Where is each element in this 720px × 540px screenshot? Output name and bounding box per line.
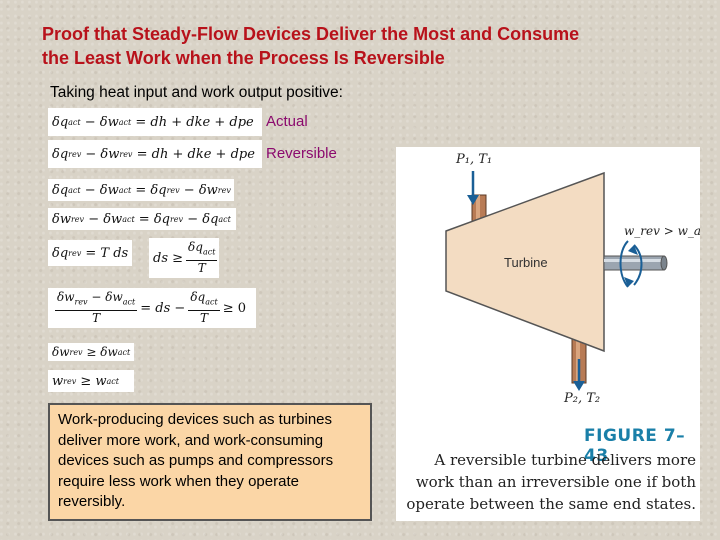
rotation-arrowhead	[624, 277, 634, 287]
shaft-end	[660, 255, 668, 271]
rotation-arrowhead-2	[628, 245, 638, 255]
shaft	[603, 255, 665, 271]
label-actual: Actual	[266, 113, 308, 130]
subtitle: Taking heat input and work output positi…	[50, 84, 343, 101]
figure-caption: A reversible turbine delivers more work …	[406, 451, 696, 513]
slide-title-line-2: the Least Work when the Process Is Rever…	[42, 48, 445, 68]
outlet-label: P₂, T₂	[563, 391, 600, 406]
slide-title-line-1: Proof that Steady-Flow Devices Deliver t…	[42, 24, 580, 44]
rotation-arrow	[619, 240, 629, 288]
label-reversible: Reversible	[266, 145, 337, 162]
inlet-arrowhead	[467, 195, 479, 205]
inlet-label: P₁, T₁	[455, 152, 492, 167]
turbine-body	[445, 171, 605, 353]
inlet-pipe-highlight	[476, 195, 480, 235]
outlet-arrowhead	[573, 381, 585, 391]
figure-caption-title: FIGURE 7–43	[584, 426, 686, 466]
rotation-arrow-back	[633, 244, 643, 286]
turbine-label: Turbine	[504, 255, 548, 270]
turbine-figure: P₁, T₁ P₂, T₂ Turbine w_rev > w_act FIGU…	[396, 147, 713, 521]
outlet-pipe-highlight	[576, 325, 580, 383]
turbine-diagram: P₁, T₁ P₂, T₂ Turbine w_rev > w_act	[445, 152, 713, 406]
shaft-highlight	[604, 259, 664, 262]
callout-box: Work-producing devices such as turbines …	[48, 403, 372, 521]
slide-title: Proof that Steady-Flow Devices Deliver t…	[42, 22, 682, 70]
work-label: w_rev > w_act	[624, 224, 700, 238]
